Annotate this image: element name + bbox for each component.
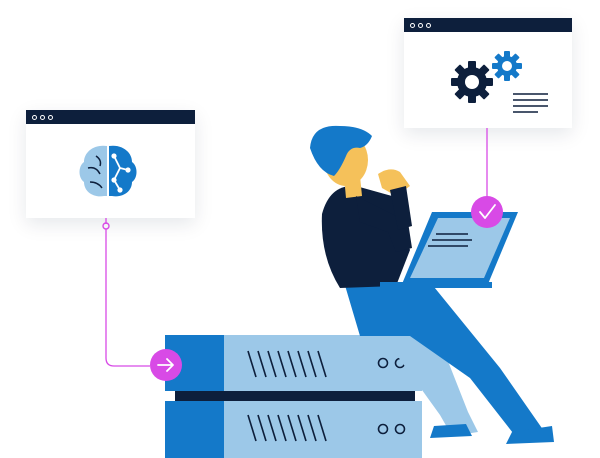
window-dot	[410, 22, 415, 28]
check-icon	[471, 196, 503, 228]
window-dot	[48, 114, 53, 120]
window-title-bar	[26, 110, 195, 124]
ai-brain-window	[26, 110, 195, 218]
window-dot	[40, 114, 45, 120]
server-stack	[165, 335, 422, 458]
window-dot	[32, 114, 37, 120]
arrow-right-icon	[150, 349, 182, 381]
connector-left	[102, 218, 150, 367]
window-dot	[426, 22, 431, 28]
person-figure	[310, 125, 554, 444]
settings-window	[404, 18, 572, 128]
window-title-bar	[404, 18, 572, 32]
gears-icon	[451, 51, 548, 113]
laptop-illustration	[380, 212, 518, 288]
brain-icon	[79, 145, 137, 197]
window-dot	[418, 22, 423, 28]
